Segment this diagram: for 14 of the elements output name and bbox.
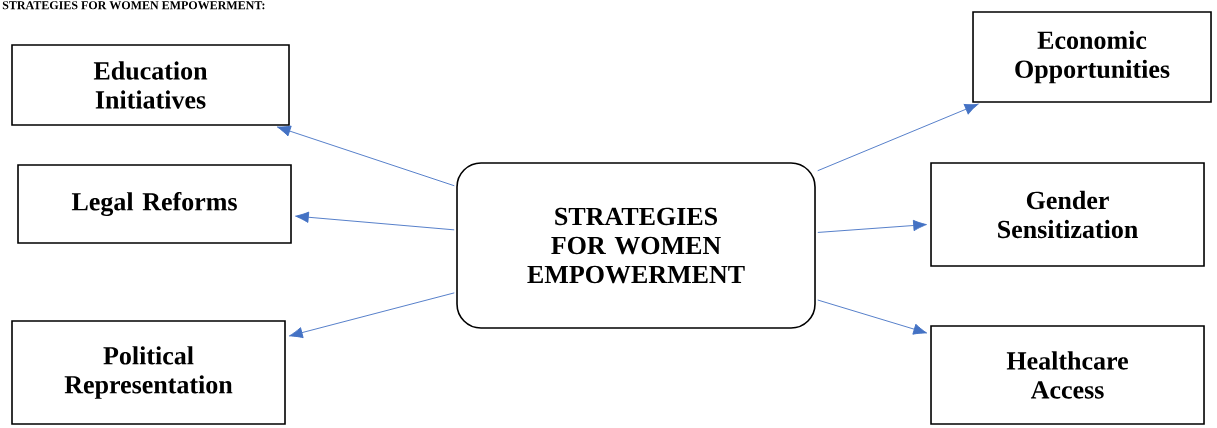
strategy-box: Political Representation <box>11 320 286 425</box>
arrow <box>276 125 455 187</box>
strategy-box: Economic Opportunities <box>972 11 1212 103</box>
title: STRATEGIES FOR WOMEN EMPOWERMENT: <box>2 1 265 10</box>
strategy-box: Legal Reforms <box>17 164 292 244</box>
arrow <box>295 211 455 231</box>
strategy-box: Gender Sensitization <box>930 162 1205 267</box>
strategy-box: Education Initiatives <box>11 44 290 126</box>
strategy-box: Healthcare Access <box>930 325 1205 425</box>
central-box: STRATEGIES FOR WOMEN EMPOWERMENT <box>456 162 816 329</box>
arrow <box>817 299 928 335</box>
arrow <box>817 219 927 233</box>
arrow <box>289 292 455 339</box>
arrow <box>817 103 979 172</box>
